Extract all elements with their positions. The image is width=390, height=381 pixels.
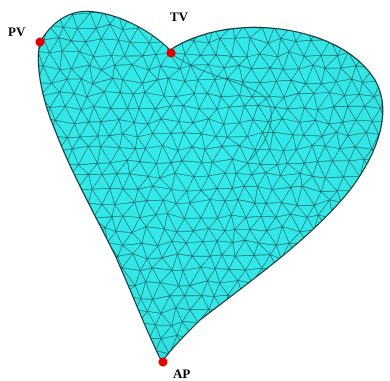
shading-overlay: [38, 11, 383, 362]
landmark-tv-dot: [166, 48, 176, 58]
landmark-pv-dot: [35, 37, 45, 47]
landmark-pv-label: PV: [8, 24, 26, 39]
surface-fold: [171, 53, 272, 161]
heart-outline: [37, 10, 384, 364]
landmark-ap-label: AP: [173, 366, 190, 381]
landmark-tv-label: TV: [170, 9, 189, 24]
landmark-ap-dot: [158, 357, 168, 367]
